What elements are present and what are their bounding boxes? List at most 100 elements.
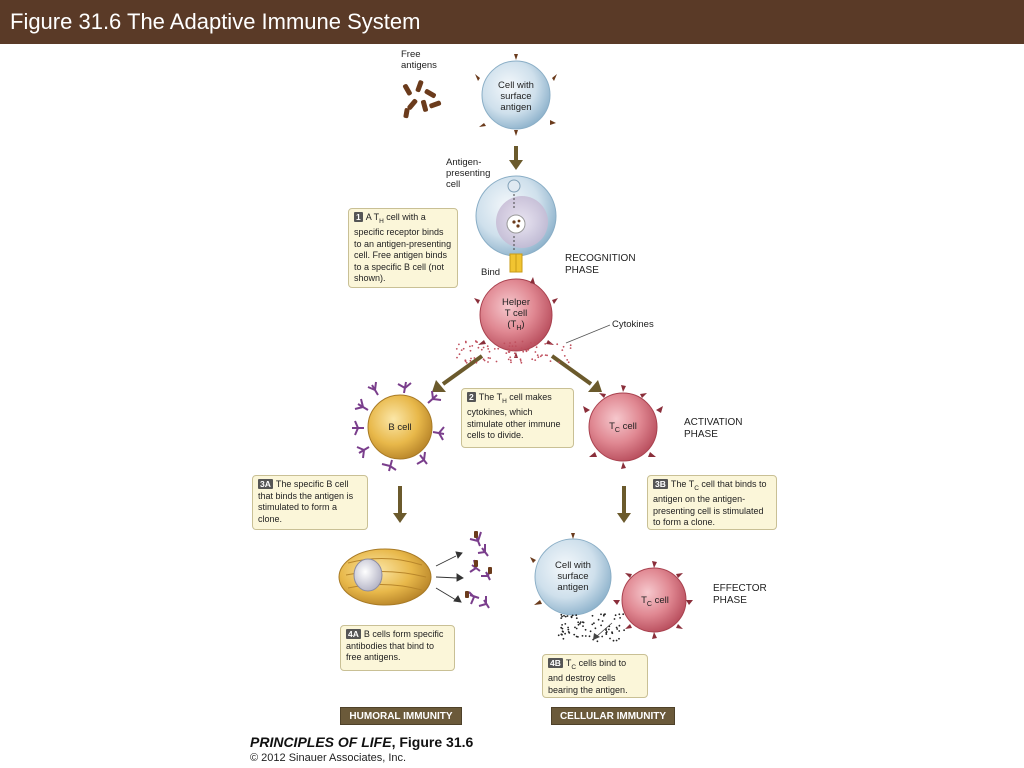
dot (537, 356, 540, 359)
bind-label: Bind (481, 267, 501, 278)
book-title: PRINCIPLES OF LIFE (250, 734, 392, 750)
step-3a-text: The specific B cell that binds the antig… (258, 479, 354, 524)
perforin-dots (557, 613, 625, 643)
dot (618, 613, 621, 616)
step-4b-text-sub: C (571, 663, 577, 671)
dot (514, 345, 517, 348)
tc-cell-label-main: T (609, 421, 615, 432)
dot (588, 635, 591, 638)
dot (487, 361, 489, 363)
dot (618, 630, 621, 632)
dot (511, 345, 514, 348)
dot (470, 357, 472, 360)
plasma-cell (338, 548, 432, 606)
b-cell (367, 394, 433, 460)
dot (510, 361, 512, 364)
helper-t-abbr-main: (T (507, 319, 517, 330)
dot (487, 348, 490, 350)
dot (530, 342, 532, 344)
dot (458, 353, 461, 356)
dot (567, 361, 570, 364)
dot (531, 358, 534, 361)
free-antigens (403, 80, 442, 119)
dot (597, 618, 600, 621)
dot (622, 613, 625, 616)
dot (596, 640, 599, 643)
step-4b-badge: 4B (548, 658, 563, 668)
free-antigens-label: Free antigens (401, 49, 437, 71)
dot (566, 359, 569, 361)
dot (525, 350, 528, 353)
flow-arrows (393, 146, 631, 523)
tc-cell-label: TC cell (598, 421, 648, 436)
book-credit: PRINCIPLES OF LIFE, Figure 31.6 (250, 734, 473, 750)
tc-cell-activation (583, 385, 663, 469)
dot (536, 354, 539, 357)
dot (541, 354, 543, 356)
dot (469, 359, 472, 362)
dot (465, 341, 467, 344)
helper-t-abbr-sub: H (516, 324, 522, 332)
dot (601, 635, 604, 638)
dot (519, 358, 522, 361)
dot (575, 617, 578, 620)
dot (593, 622, 595, 625)
copyright: © 2012 Sinauer Associates, Inc. (250, 752, 407, 764)
dot (465, 361, 468, 364)
dot (507, 351, 510, 353)
dot (574, 626, 576, 629)
effector-tc-label-sub: C (646, 600, 652, 608)
dot (589, 630, 592, 633)
dot (560, 617, 563, 619)
dot (608, 628, 610, 631)
dot (544, 343, 547, 345)
dot (473, 357, 476, 359)
perforin-pointer (596, 622, 613, 637)
dot (600, 613, 602, 616)
step-3b-text-a: The T (670, 479, 695, 489)
tc-cell-label-tail: cell (619, 421, 637, 432)
dot (535, 346, 538, 349)
dot (579, 621, 582, 623)
cytokines-pointer (565, 324, 611, 344)
dot (464, 359, 467, 362)
dot (567, 631, 570, 633)
dot (611, 631, 613, 634)
dot (605, 633, 608, 635)
dot (560, 613, 563, 616)
dot (581, 621, 584, 623)
dot (569, 347, 572, 349)
dot (560, 633, 563, 636)
antibody-arrows (435, 551, 464, 603)
dot (584, 635, 587, 637)
humoral-immunity-bar: HUMORAL IMMUNITY (340, 707, 462, 725)
dot (518, 349, 521, 352)
dot (609, 637, 611, 640)
dot (514, 341, 517, 343)
dot (462, 347, 465, 350)
dot (567, 626, 569, 629)
dot (482, 346, 485, 349)
dot (581, 635, 584, 637)
effector-tc-label-tail: cell (651, 595, 669, 606)
step-2-text-a: The T (478, 392, 503, 402)
dot (512, 349, 515, 351)
dot (564, 615, 567, 618)
dot (535, 343, 538, 346)
dot (521, 340, 524, 343)
dot (618, 624, 621, 627)
dot (474, 340, 477, 342)
bind-connector (509, 253, 523, 273)
dot (577, 623, 580, 626)
dot (469, 345, 471, 348)
recognition-phase-label: RECOGNITION PHASE (565, 253, 636, 276)
dot (623, 629, 625, 632)
cytokines-label: Cytokines (612, 319, 654, 330)
helper-t-abbr-close: ) (521, 319, 525, 330)
dot (561, 349, 564, 351)
dot (534, 359, 537, 361)
